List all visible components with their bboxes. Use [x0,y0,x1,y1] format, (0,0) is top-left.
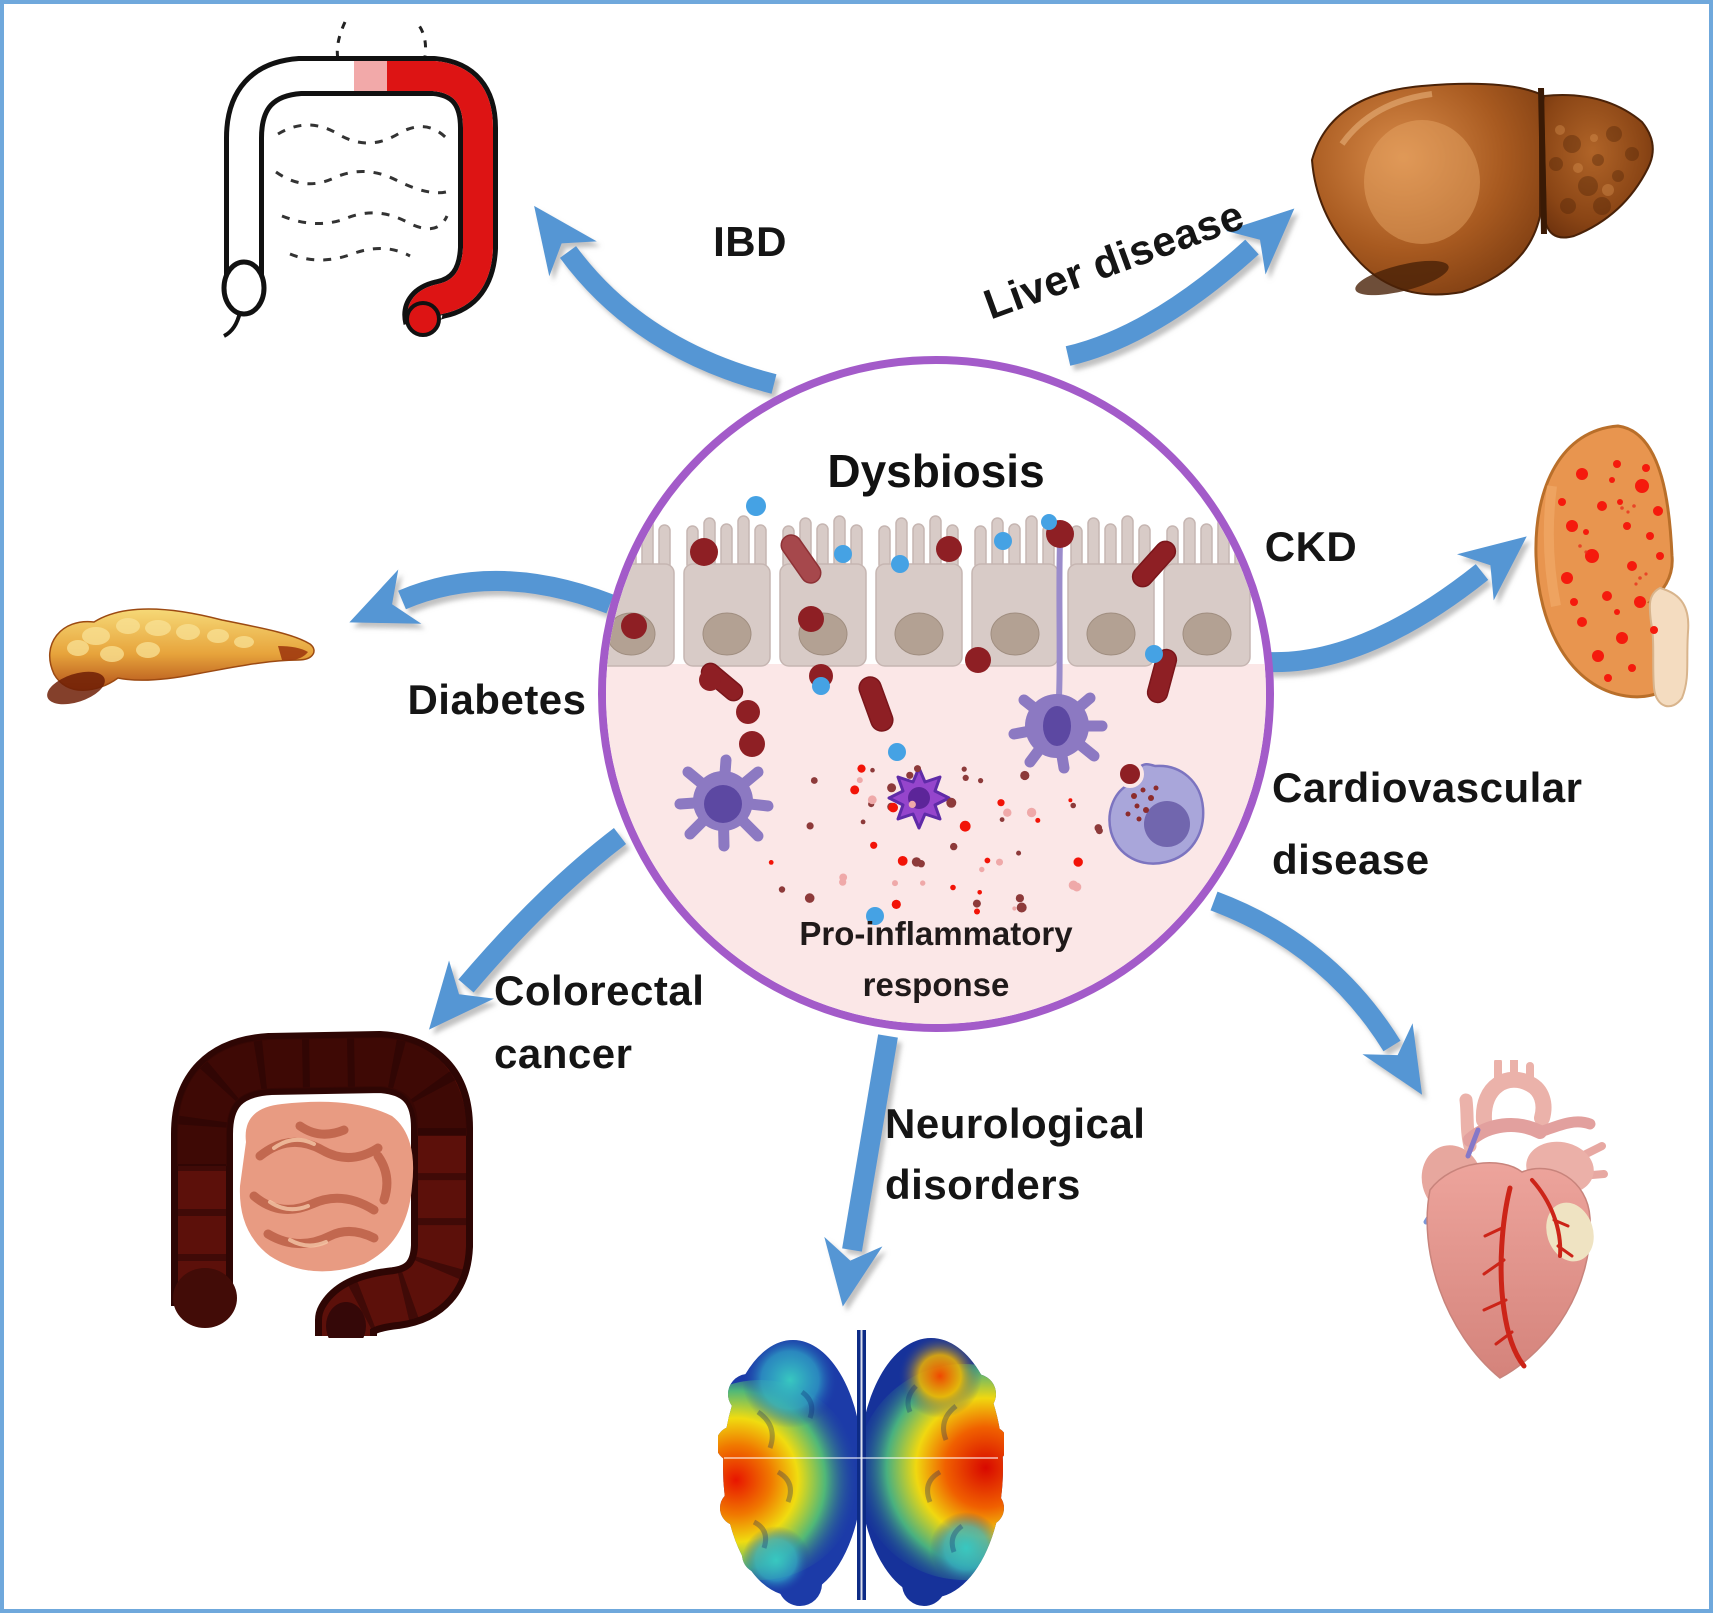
arrow-diabetes [349,569,614,624]
arrow-neurological [824,1034,898,1307]
heart-illustration [1421,1060,1608,1379]
gut-barrier-illustration [606,496,1266,1024]
pro-inflammatory-caption: Pro-inflammatory response [606,908,1266,1010]
label-ckd: CKD [1264,523,1358,570]
label-diabetes: Diabetes [407,676,587,723]
dysbiosis-circle: Dysbiosis Pro-inflammatory response [598,356,1274,1032]
arrow-ibd [534,205,777,394]
label-cardiovascular-disease: Cardiovascular disease [1272,752,1582,896]
brain-heatmap-illustration [718,1322,1004,1608]
caption-line2: response [862,966,1010,1004]
small-intestine-outline [275,123,452,262]
kidney-damage-spots [1558,460,1664,682]
liver-illustration [1310,82,1654,296]
label-colorectal-line1: Colorectal [494,967,705,1014]
label-neurological-line2: disorders [885,1160,1081,1208]
pancreas-illustration [47,608,315,705]
dysbiosis-title: Dysbiosis [827,445,1045,497]
label-colorectal-cancer: Colorectal cancer [494,959,704,1085]
inflammatory-dots [768,764,1103,915]
signal-molecules [746,496,1163,925]
arrow-liver-disease [1065,208,1295,366]
coronary-arteries [1482,1178,1574,1369]
rectum [405,301,441,337]
label-neurological-line1: Neurological [885,1100,1146,1147]
label-neurological-disorders: Neurological disorders [885,1094,1145,1216]
activated-immune-cell [887,766,951,830]
macrophage-cell [1108,760,1205,865]
kidney-illustration [1534,424,1690,708]
intestine-ibd-illustration [221,20,498,338]
dendritic-cell-left [674,731,774,852]
caption-line1: Pro-inflammatory [799,915,1073,952]
colon-cancer-illustration [171,1031,473,1338]
dendritic-cell-right [1008,520,1108,774]
ureter [1648,586,1690,708]
label-cardiovascular-line2: disease [1272,836,1430,884]
label-colorectal-line2: cancer [494,1030,633,1077]
label-cardiovascular-line1: Cardiovascular [1272,764,1583,811]
label-ibd: IBD [713,218,787,265]
arrow-ckd [1266,536,1527,673]
arrow-colorectal [428,828,627,1030]
